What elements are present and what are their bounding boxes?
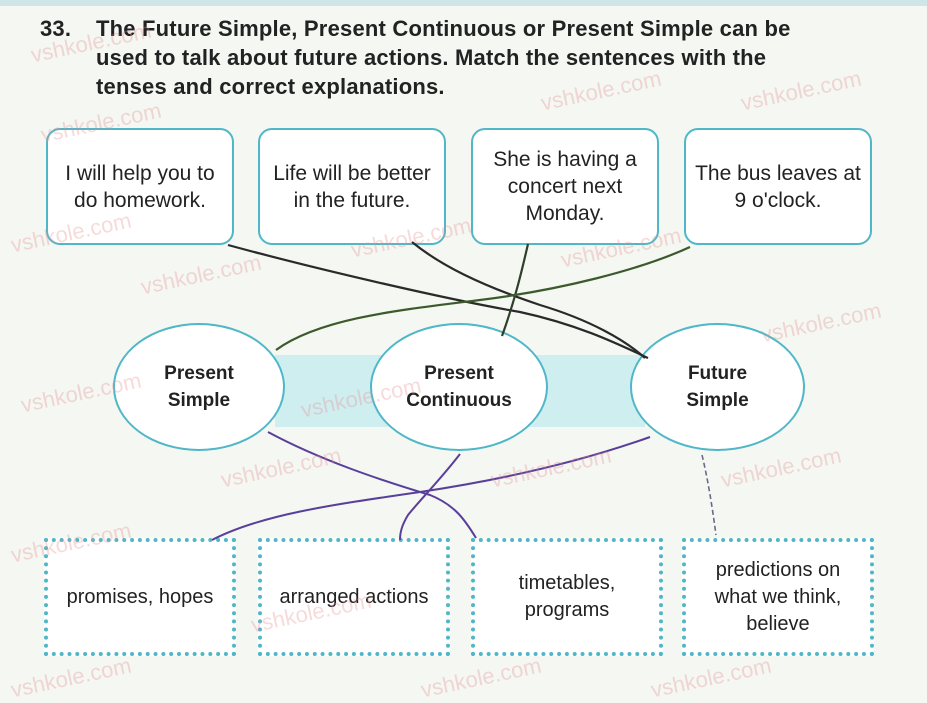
exercise-number: 33. xyxy=(40,16,72,41)
line-present-continuous-arranged xyxy=(399,453,461,541)
sentence-box-2[interactable]: Life will be better in the future. xyxy=(258,128,446,245)
watermark: vshkole.com xyxy=(418,652,544,703)
explanation-box-4[interactable]: predictions on what we think, believe xyxy=(682,538,874,656)
tense-oval-future-simple[interactable]: Future Simple xyxy=(630,323,805,451)
title-line-2: used to talk about future actions. Match… xyxy=(96,45,767,70)
title-line-1: 33.The Future Simple, Present Continuous… xyxy=(40,16,791,41)
watermark: vshkole.com xyxy=(218,442,344,493)
tense-oval-present-simple[interactable]: Present Simple xyxy=(113,323,285,451)
sentence-box-4[interactable]: The bus leaves at 9 o'clock. xyxy=(684,128,872,245)
title-line-3: tenses and correct explanations. xyxy=(96,74,445,99)
watermark: vshkole.com xyxy=(488,442,614,493)
watermark: vshkole.com xyxy=(718,442,844,493)
explanation-box-2[interactable]: arranged actions xyxy=(258,538,450,656)
explanation-box-1[interactable]: promises, hopes xyxy=(44,538,236,656)
tense-oval-present-continuous[interactable]: Present Continuous xyxy=(370,323,548,451)
watermark: vshkole.com xyxy=(138,249,264,300)
exercise-title: 33.The Future Simple, Present Continuous… xyxy=(40,14,890,101)
sentence-box-1[interactable]: I will help you to do homework. xyxy=(46,128,234,245)
watermark: vshkole.com xyxy=(648,652,774,703)
line-future-predictions xyxy=(701,454,717,536)
header-strip xyxy=(0,0,927,6)
line-future-promises xyxy=(211,436,651,541)
line-sentence3-present-continuous xyxy=(500,243,530,337)
sentence-box-3[interactable]: She is having a concert next Monday. xyxy=(471,128,659,245)
explanation-box-3[interactable]: timetables, programs xyxy=(471,538,663,656)
watermark: vshkole.com xyxy=(8,652,134,703)
